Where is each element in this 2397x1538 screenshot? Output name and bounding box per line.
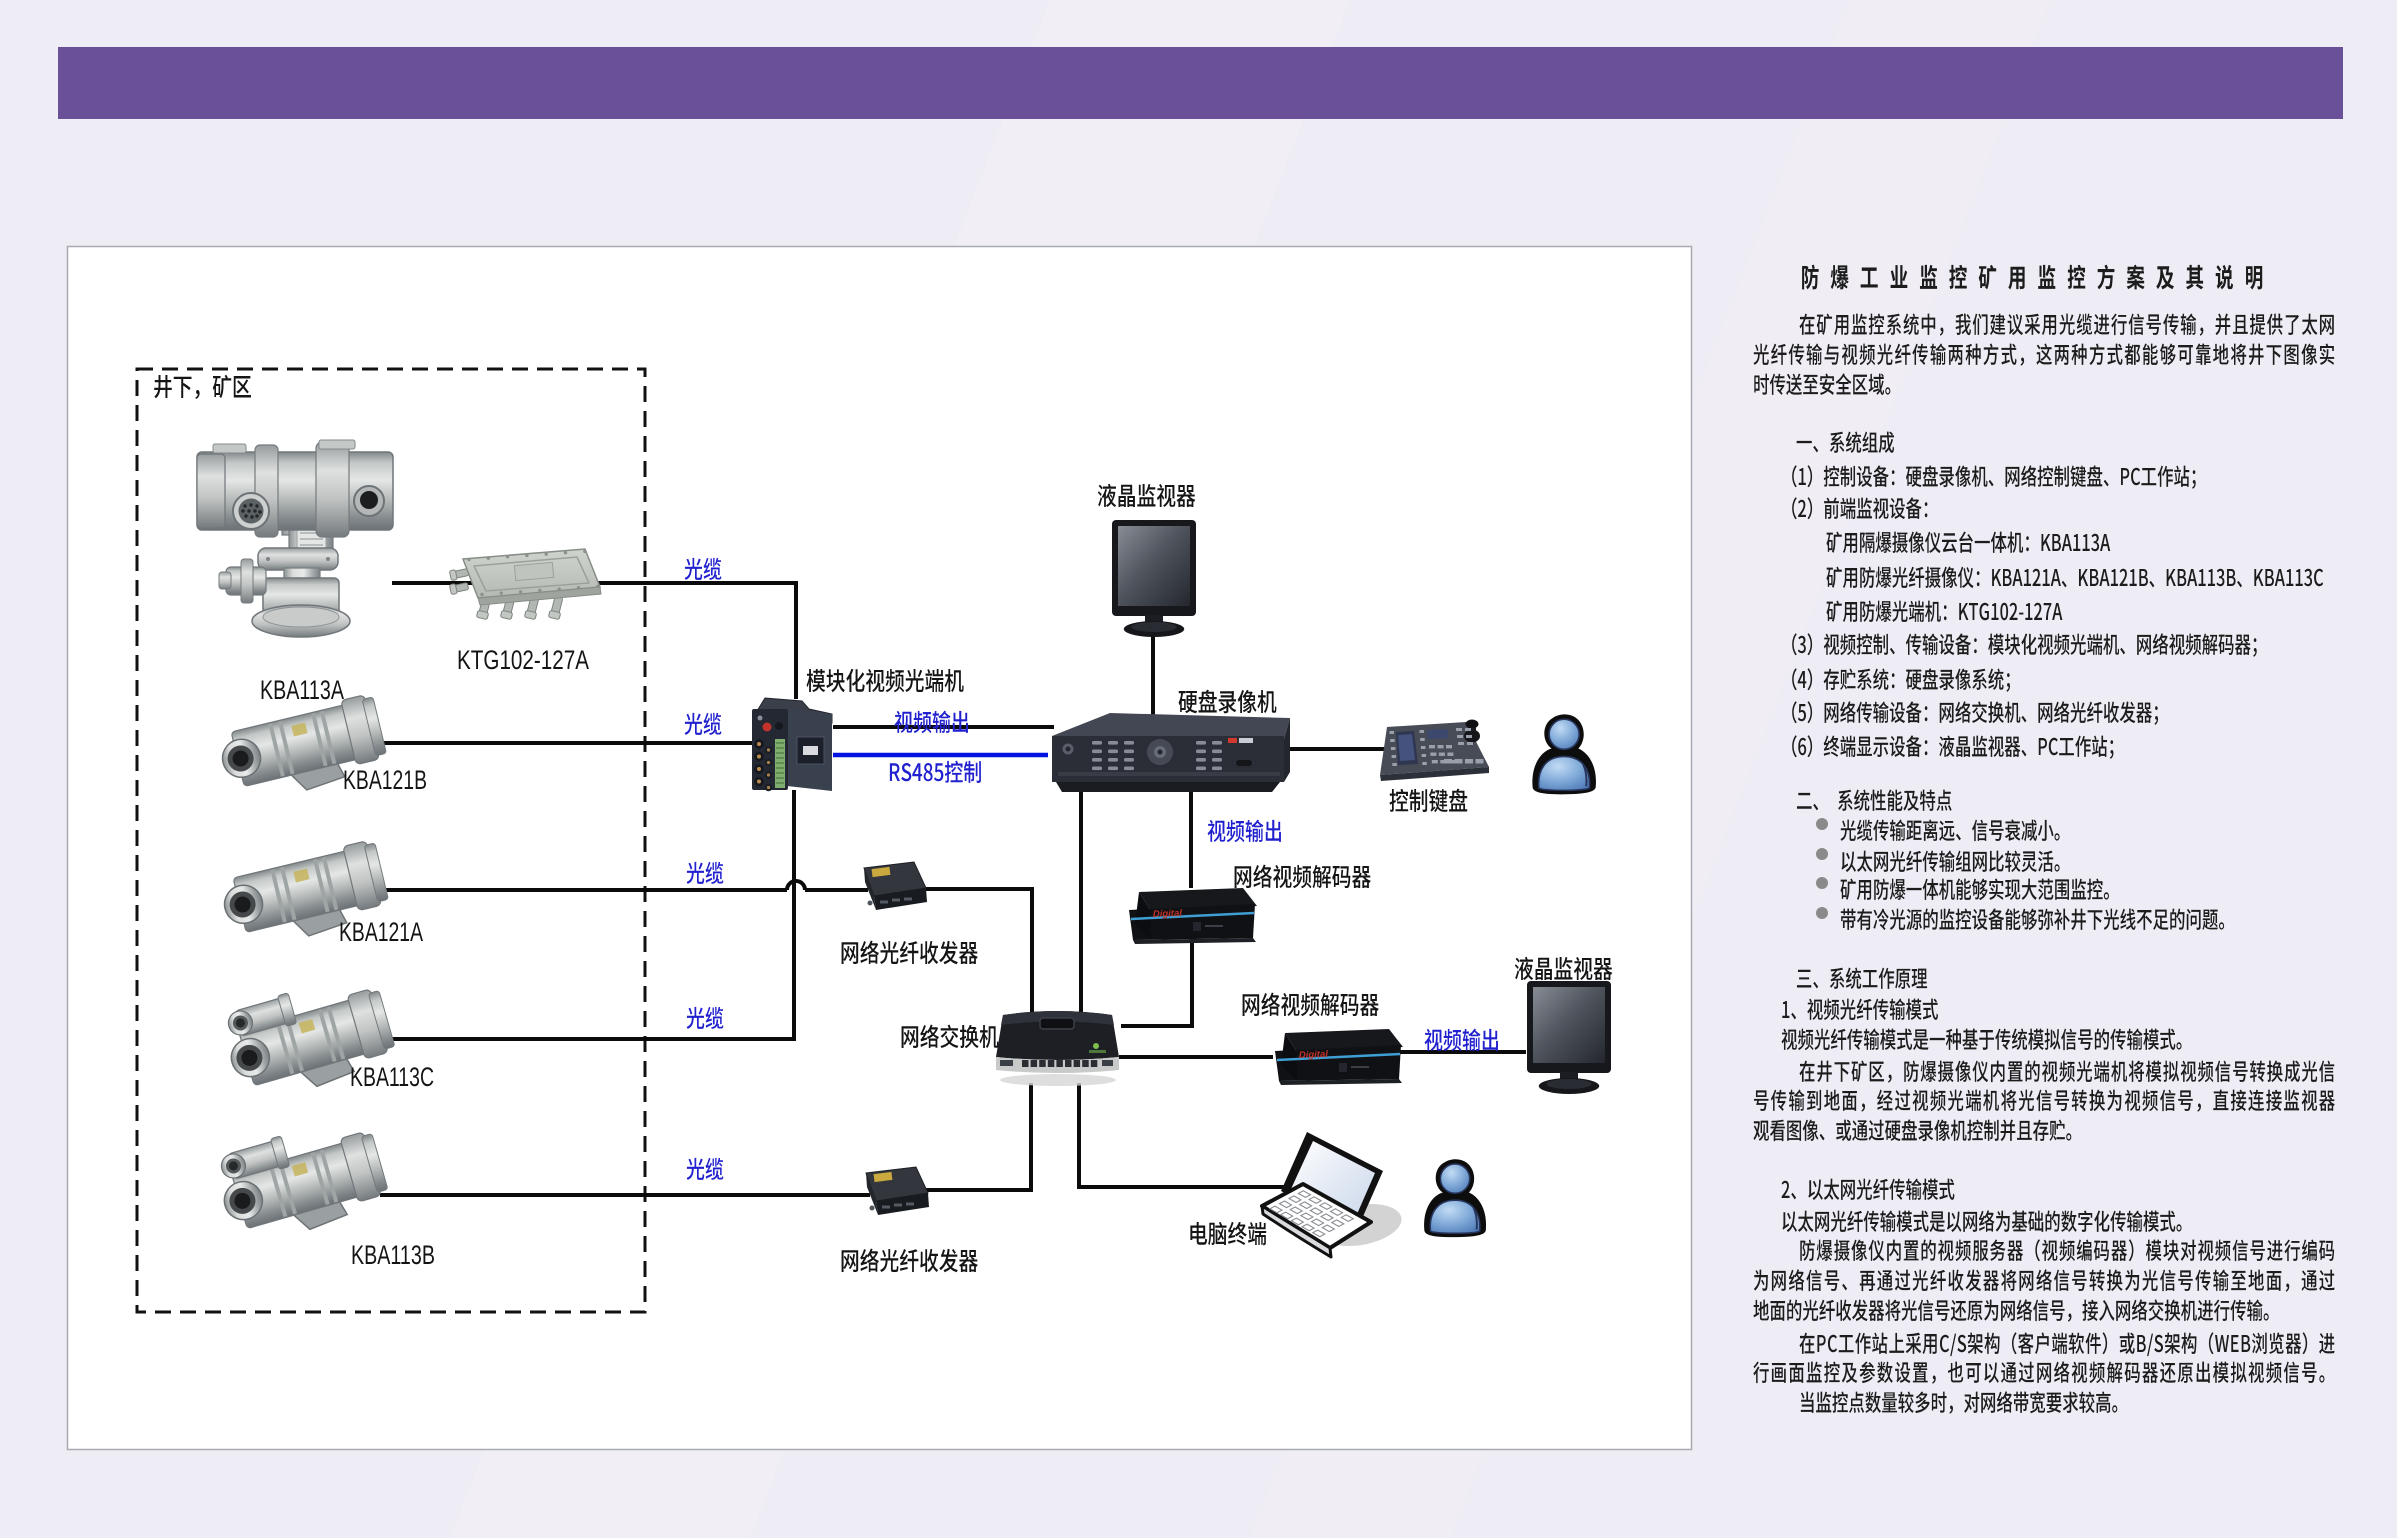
svg-text:Digital: Digital xyxy=(1153,908,1183,920)
svg-text:KBA121B: KBA121B xyxy=(343,765,427,795)
svg-text:Digital: Digital xyxy=(1299,1049,1329,1061)
svg-text:KBA113B: KBA113B xyxy=(351,1240,435,1270)
svg-text:KBA113A: KBA113A xyxy=(260,675,344,705)
svg-text:KTG102-127A: KTG102-127A xyxy=(457,645,589,675)
svg-text:KBA121A: KBA121A xyxy=(339,917,423,947)
svg-text:KBA113C: KBA113C xyxy=(350,1062,434,1092)
